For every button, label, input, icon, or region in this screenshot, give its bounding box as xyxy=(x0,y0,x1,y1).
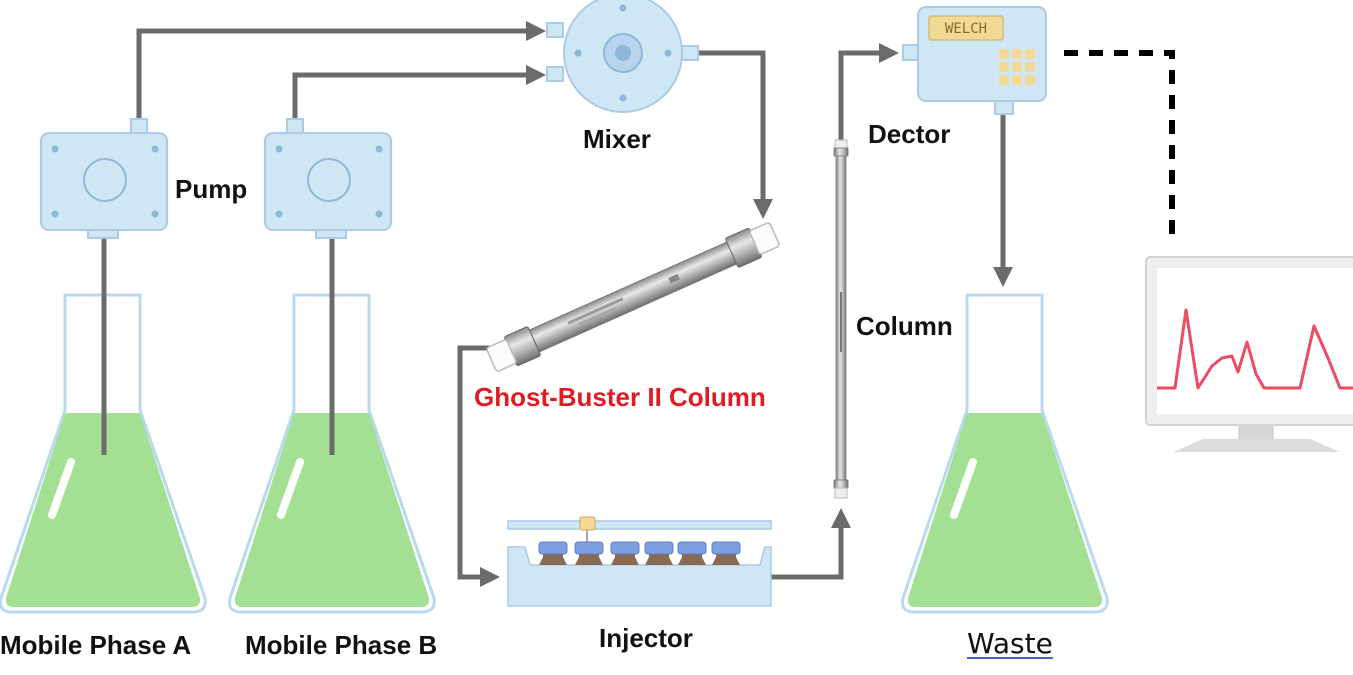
detector-icon: WELCH xyxy=(902,6,1047,115)
injector-icon xyxy=(507,516,772,607)
label-mobile-phase-b: Mobile Phase B xyxy=(245,630,438,660)
label-ghost-buster-column: Ghost-Buster II Column xyxy=(474,382,766,412)
label-mobile-phase-a: Mobile Phase A xyxy=(0,630,192,660)
label-column: Column xyxy=(856,311,953,341)
label-detector: Dector xyxy=(868,119,951,149)
signal-cable xyxy=(1064,50,1175,243)
ghost-buster-column-icon xyxy=(486,222,780,372)
analytical-column-icon xyxy=(833,139,849,499)
monitor-icon xyxy=(1145,256,1353,452)
label-injector: Injector xyxy=(599,623,693,653)
detector-brand: WELCH xyxy=(945,21,987,37)
chromatogram-icon xyxy=(1157,308,1353,390)
vial-row xyxy=(538,541,741,565)
label-mixer: Mixer xyxy=(583,124,651,154)
pump-a-icon xyxy=(40,118,168,239)
mixer-icon xyxy=(546,0,699,113)
pump-b-icon xyxy=(264,118,392,239)
label-pump: Pump xyxy=(175,174,248,204)
label-waste: Waste xyxy=(967,627,1053,660)
waste-flask-icon xyxy=(901,293,1109,614)
tubing xyxy=(101,21,1013,587)
